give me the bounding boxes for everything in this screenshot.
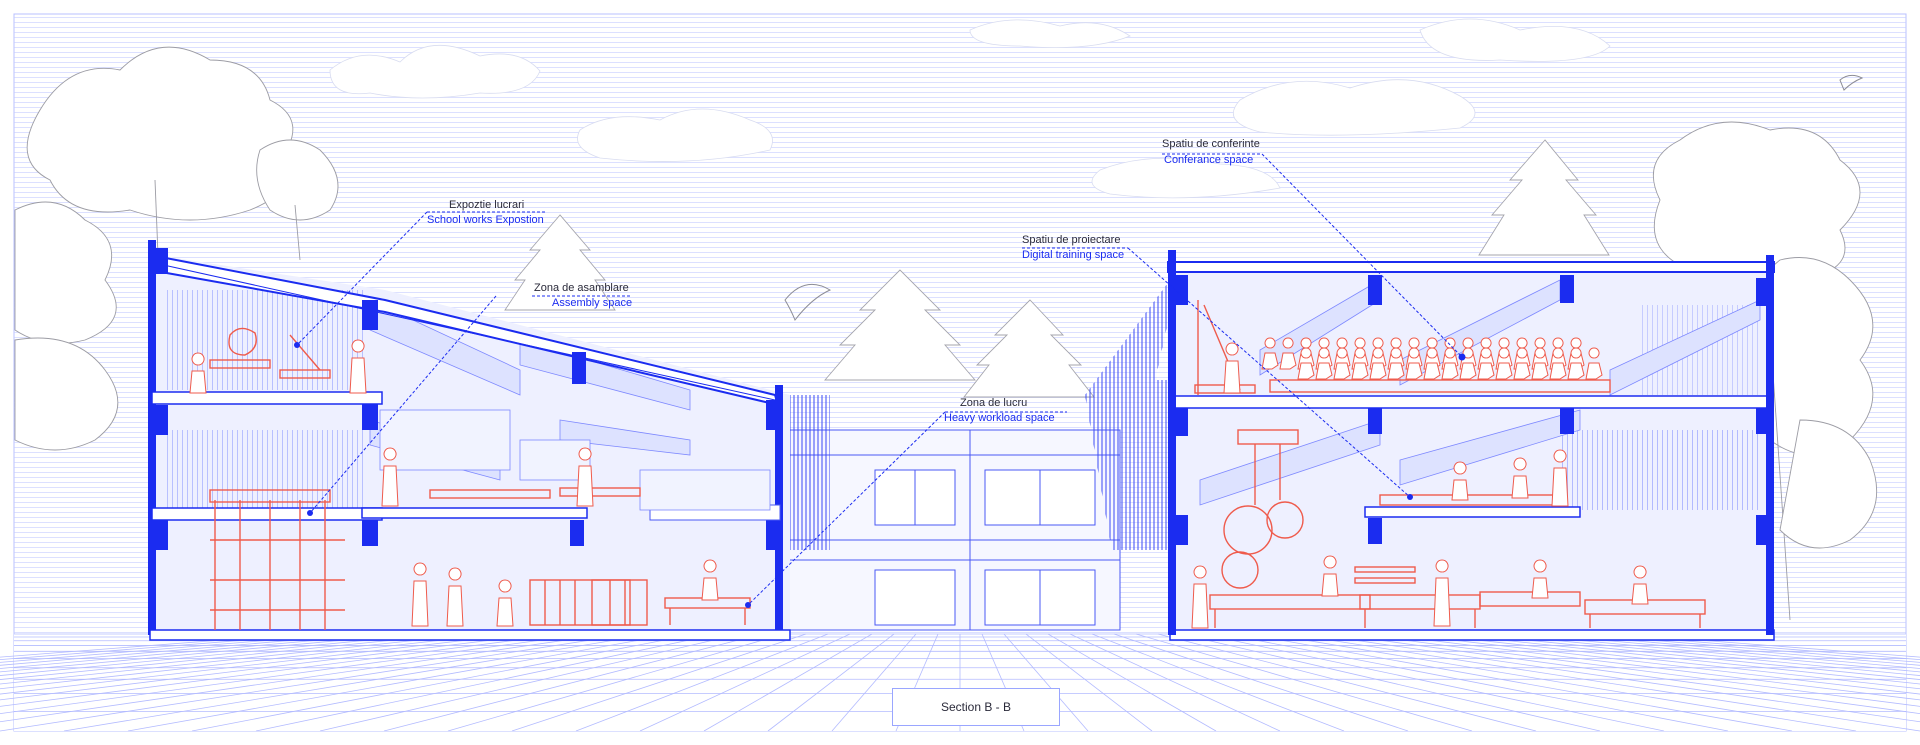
- ground-grid-ray: [767, 633, 895, 732]
- ground-grid-ray: [0, 633, 411, 673]
- ground-grid-ray: [1047, 633, 1217, 732]
- section-title: Section B - B: [892, 688, 1060, 726]
- label-proiectare-en: Digital training space: [1022, 249, 1125, 261]
- audience-person: [1261, 337, 1279, 370]
- audience-person: [1477, 347, 1495, 380]
- audience-person: [1351, 347, 1369, 380]
- ground-grid-ray: [575, 633, 829, 732]
- label-lucru-ro: Zona de lucru: [960, 397, 1028, 409]
- ground-grid-ray: [1333, 633, 1920, 715]
- ground-grid-ray: [1509, 633, 1920, 673]
- central-building: [779, 429, 1121, 631]
- ground-grid-ray: [1575, 633, 1920, 663]
- ground-grid-ray: [0, 633, 631, 732]
- ground-grid-ray: [0, 633, 455, 680]
- label-lucru-en: Heavy workload space: [944, 412, 1055, 424]
- ground-grid-ray: [1025, 633, 1153, 732]
- audience-person: [1585, 347, 1603, 380]
- ground-grid-ray: [703, 633, 873, 732]
- ground-grid-ray: [447, 633, 785, 732]
- ground-grid-ray: [1355, 633, 1920, 707]
- ground-grid-ray: [1553, 633, 1920, 666]
- ground-grid-ray: [1597, 633, 1920, 661]
- trees-center: [504, 139, 1610, 398]
- ground-grid-ray: [1245, 633, 1793, 732]
- ground-grid-ray: [1113, 633, 1409, 732]
- ground-grid-ray: [191, 633, 697, 732]
- ground-grid-ray: [1179, 633, 1601, 732]
- audience-person: [1495, 347, 1513, 380]
- ground-grid-ray: [63, 633, 653, 732]
- ground-grid-ray: [1201, 633, 1665, 732]
- clouds: [329, 18, 1611, 199]
- ground-grid-ray: [511, 633, 807, 732]
- ground-grid-ray: [1157, 633, 1537, 732]
- label-conferinte-en: Conferance space: [1164, 154, 1254, 166]
- ground-grid-ray: [0, 633, 301, 658]
- ground-grid-ray: [1465, 633, 1920, 680]
- ground-grid-ray: [0, 633, 367, 666]
- ground-grid-ray: [319, 633, 741, 732]
- ground-grid-ray: [1311, 633, 1920, 723]
- ground-grid-ray: [1091, 633, 1345, 732]
- ground-grid-ray: [1377, 633, 1920, 701]
- ground-grid-ray: [0, 633, 521, 695]
- audience-person: [1567, 347, 1585, 380]
- ground-grid-ray: [383, 633, 763, 732]
- ground-grid-ray: [639, 633, 851, 732]
- callout-leaders: [296, 153, 1463, 606]
- audience-person: [1387, 347, 1405, 380]
- ground-grid-ray: [1223, 633, 1729, 732]
- birds: [784, 74, 1864, 321]
- ground-grid-ray: [1619, 633, 1920, 658]
- audience-person: [1423, 347, 1441, 380]
- ground-grid-ray: [1289, 633, 1920, 732]
- ground-grid-ray: [0, 633, 543, 701]
- ground-grid-ray: [0, 633, 609, 723]
- ground-grid-ray: [1135, 633, 1473, 732]
- ground-grid-ray: [0, 633, 477, 685]
- label-expozitie-ro: Expoztie lucrari: [449, 199, 525, 211]
- ground-grid-ray: [1003, 633, 1089, 732]
- ground-grid-ray: [1531, 633, 1920, 669]
- label-asamblare-en: Assembly space: [552, 297, 633, 309]
- audience-person: [1297, 347, 1315, 380]
- audience-person: [1315, 347, 1333, 380]
- right-building: [1085, 250, 1775, 641]
- ground-grid-ray: [1421, 633, 1920, 690]
- ground-grid-ray: [127, 633, 675, 732]
- audience-person: [1531, 347, 1549, 380]
- audience-person: [1405, 347, 1423, 380]
- audience-person: [1279, 337, 1297, 370]
- audience-person: [1513, 347, 1531, 380]
- trees-right: [1652, 121, 1878, 621]
- label-expozitie-en: School works Expostion: [427, 214, 544, 226]
- label-asamblare-ro: Zona de asamblare: [534, 282, 629, 294]
- audience-person: [1549, 347, 1567, 380]
- audience-person: [1441, 347, 1459, 380]
- ground-grid-ray: [0, 633, 323, 661]
- label-proiectare-ro: Spatiu de proiectare: [1022, 234, 1121, 246]
- ground-grid-ray: [0, 633, 587, 715]
- ground-grid-ray: [1443, 633, 1920, 685]
- ground-grid-ray: [0, 633, 345, 663]
- ground-grid-ray: [1487, 633, 1920, 676]
- ground-grid-ray: [0, 633, 565, 707]
- ground-grid-ray: [1069, 633, 1281, 732]
- left-building: [148, 240, 830, 641]
- trees-left: [14, 46, 339, 451]
- audience-person: [1369, 347, 1387, 380]
- audience-person: [1333, 347, 1351, 380]
- label-conferinte-ro: Spatiu de conferinte: [1162, 138, 1260, 150]
- ground-grid-ray: [0, 633, 389, 669]
- ground-grid-ray: [1267, 633, 1857, 732]
- ground-grid-ray: [0, 633, 433, 676]
- ground-grid-ray: [1399, 633, 1920, 695]
- ground-grid-ray: [255, 633, 719, 732]
- callout-dots: [294, 342, 1466, 608]
- ground-grid-ray: [0, 633, 499, 690]
- ground-grid-ray: [831, 633, 917, 732]
